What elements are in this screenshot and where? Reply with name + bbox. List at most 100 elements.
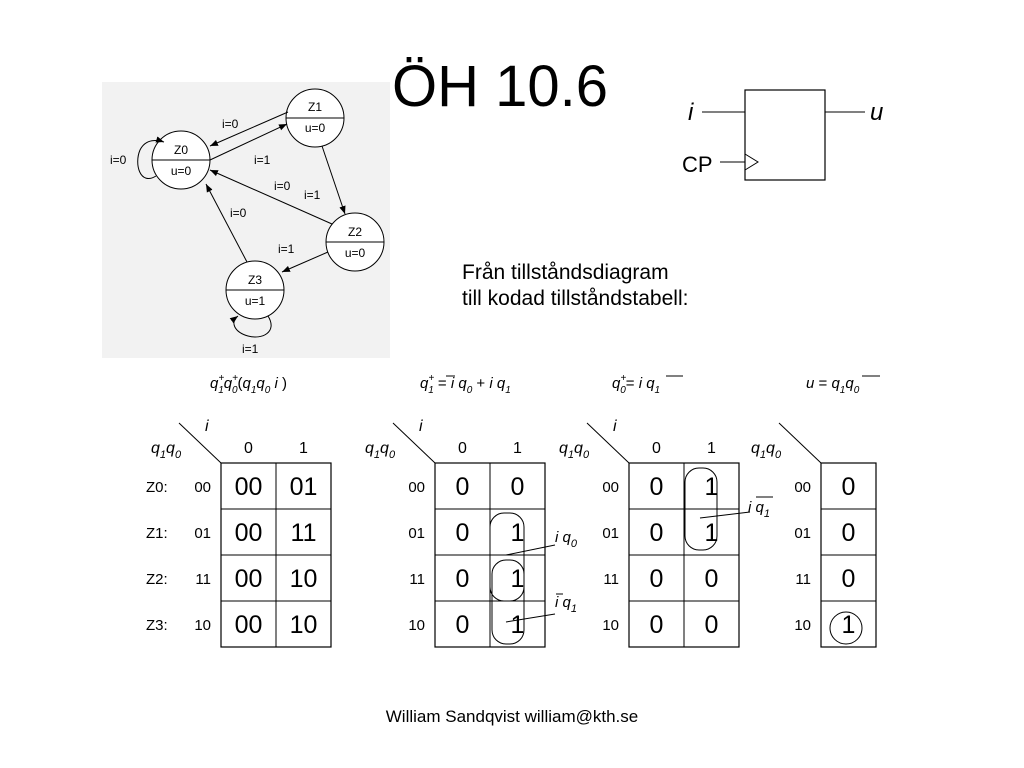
table-cell: 0 [456,473,470,501]
next-state-title: q+1q+0(q1q0 i ) [210,373,287,396]
row-code: 00 [794,479,811,496]
table-cell: 0 [705,611,719,639]
state-z1: Z1 u=0 [285,88,345,148]
state-z0: Z0 u=0 [151,130,211,190]
state-z2: Z2 u=0 [325,212,385,272]
column-header: 0 [244,440,253,457]
table-cell: 1 [511,565,525,593]
table-cell: 1 [511,519,525,547]
flipflop-block: i u CP [682,89,883,181]
state-output: u=1 [245,294,266,308]
subtitle-line-2: till kodad tillståndstabell: [462,287,689,310]
input-header: i [205,418,209,435]
table-cell: 0 [842,473,856,501]
subtitle-line-1: Från tillståndsdiagram [462,261,669,284]
subtitle: Från tillståndsdiagram till kodad tillst… [462,260,688,312]
row-variable-header: q1q0 [751,440,782,461]
column-header: 1 [707,440,716,457]
row-variable-header: q1q0 [559,440,590,461]
row-code: 11 [795,571,811,588]
row-code: 01 [408,525,425,542]
table-cell: 10 [290,611,318,639]
state-label: Z2: [146,571,168,588]
header-diagonal [586,422,630,464]
table-cell: 01 [290,473,318,501]
table-cell: 00 [235,473,263,501]
column-header: 0 [458,440,467,457]
group-label: i q0 [555,529,578,550]
group-pointer [505,613,556,623]
row-code: 00 [194,479,211,496]
group-loop [491,559,525,645]
row-code: 01 [602,525,619,542]
transition-label: i=1 [278,242,295,256]
table-cell: 11 [291,519,317,547]
state-name: Z0 [174,143,188,157]
column-header: 0 [652,440,661,457]
state-z3: Z3 u=1 [225,260,285,320]
table-cell: 0 [511,473,525,501]
block-rect [744,89,826,181]
q1-next-title: q+1 = i q0 + i q1 [420,373,511,396]
row-code: 01 [794,525,811,542]
row-code: 11 [195,571,211,588]
header-diagonal [178,422,222,464]
group-loop [684,467,718,551]
row-code: 10 [602,617,619,634]
transition-label: i=1 [304,188,321,202]
table-cell: 10 [290,565,318,593]
state-diagram: Z1 u=0 Z0 u=0 Z2 u=0 Z3 u=1 i=0 i=0 [102,82,390,358]
row-code: 10 [194,617,211,634]
transition-label: i=0 [274,179,291,193]
header-diagonal [392,422,436,464]
table-cell: 1 [705,519,719,547]
table-cell: 0 [705,565,719,593]
table-cell: 1 [705,473,719,501]
state-name: Z3 [248,273,262,287]
state-label: Z0: [146,479,168,496]
transition-z0-self [137,136,165,179]
row-code: 00 [408,479,425,496]
state-label: Z3: [146,617,168,634]
group-loop [829,611,863,645]
transition-label: i=0 [110,153,127,167]
transition-z2-z0 [209,169,333,225]
row-code: 01 [194,525,211,542]
state-output: u=0 [305,121,326,135]
table-cell: 1 [842,611,856,639]
transition-z3-self [229,315,272,338]
group-label: i q1 [555,594,577,615]
transition-z2-z3 [281,251,329,273]
row-code: 11 [603,571,619,588]
table-cell: 0 [842,519,856,547]
q0-next-title: q+0= i q1 [612,373,660,396]
row-code: 10 [408,617,425,634]
state-name: Z2 [348,225,362,239]
table-cell: 0 [650,565,664,593]
row-variable-header: q1q0 [365,440,396,461]
transition-label: i=1 [254,153,271,167]
transition-z3-z0 [205,183,248,263]
header-diagonal [778,422,822,464]
transition-label: i=0 [230,206,247,220]
table-cell: 0 [456,611,470,639]
slide-title: ÖH 10.6 [392,54,608,119]
row-code: 11 [409,571,425,588]
state-name: Z1 [308,100,322,114]
table-cell: 1 [511,611,525,639]
table-cell: 0 [842,565,856,593]
row-code: 10 [794,617,811,634]
input-header: i [419,418,423,435]
table-cell: 0 [456,519,470,547]
transition-z0-z1 [209,123,288,161]
clock-triangle [744,153,759,171]
table-cell: 00 [235,519,263,547]
transition-label: i=0 [222,117,239,131]
column-header: 1 [299,440,308,457]
transition-label: i=1 [242,342,259,356]
state-label: Z1: [146,525,168,542]
